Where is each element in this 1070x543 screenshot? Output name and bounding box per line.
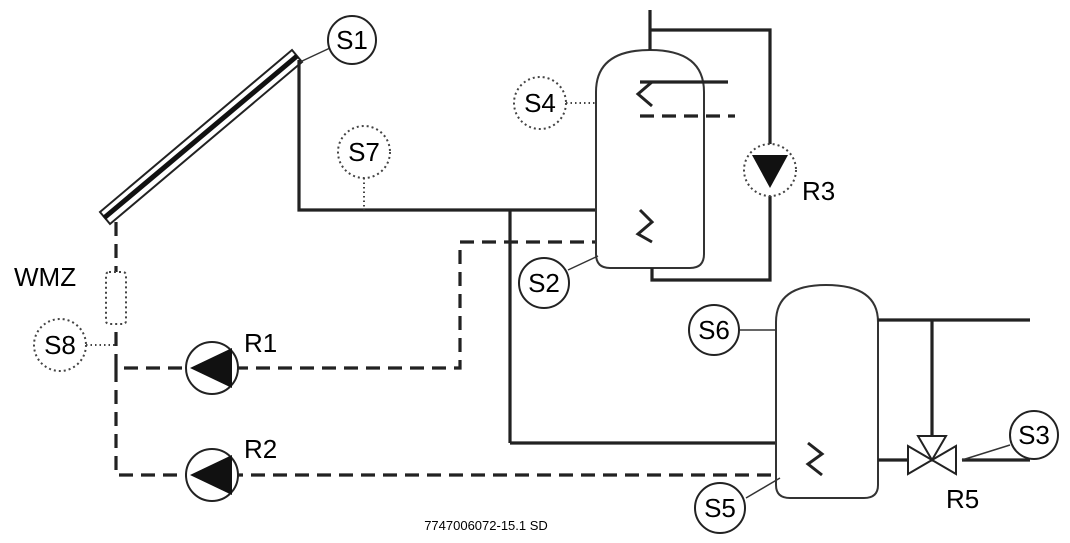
sensor-s5 — [694, 482, 746, 534]
sensor-s4-label: S4 — [524, 88, 556, 118]
wmz-label: WMZ — [14, 262, 76, 292]
sensor-s6 — [688, 304, 740, 356]
sensor-s5-label: S5 — [704, 493, 736, 523]
sensor-s7-label: S7 — [348, 137, 380, 167]
hot-water-tank — [595, 48, 705, 269]
relay-r1-label: R1 — [244, 328, 277, 358]
buffer-coil-icon — [805, 441, 825, 477]
s2-lead — [567, 255, 599, 271]
sensor-s8-label: S8 — [44, 330, 76, 360]
sensor-s2-label: S2 — [528, 268, 560, 298]
pump-r1-icon — [185, 341, 239, 395]
s1-lead — [299, 47, 331, 63]
sensor-s1 — [327, 15, 377, 65]
relay-r5-label: R5 — [946, 484, 979, 514]
buffer-tank — [775, 283, 879, 499]
sensor-s3 — [1009, 410, 1059, 460]
return-line-r2 — [114, 368, 830, 477]
pump-r3-icon — [743, 143, 797, 197]
sensor-s6-label: S6 — [698, 315, 730, 345]
collector-flow-pipe — [297, 60, 640, 212]
relay-r2-label: R2 — [244, 434, 277, 464]
s5-lead — [745, 477, 781, 499]
bottom-coil-icon — [635, 208, 655, 244]
sensor-s8 — [33, 318, 87, 372]
three-way-valve-icon — [907, 435, 957, 476]
sensor-s2 — [518, 257, 570, 309]
solar-collector — [98, 48, 304, 226]
wmz-heat-meter — [105, 271, 127, 325]
sensor-s3-label: S3 — [1018, 420, 1050, 450]
figure-code: 7747006072-15.1 SD — [424, 518, 548, 533]
sensor-s4 — [513, 76, 567, 130]
relay-r3-label: R3 — [802, 176, 835, 206]
sensor-s7 — [337, 125, 391, 179]
reheat-loop-pipe — [650, 28, 772, 282]
s3-lead — [961, 444, 1011, 461]
pump-r2-icon — [185, 448, 239, 502]
sensor-s1-label: S1 — [336, 25, 368, 55]
top-coil-icon — [635, 80, 653, 108]
